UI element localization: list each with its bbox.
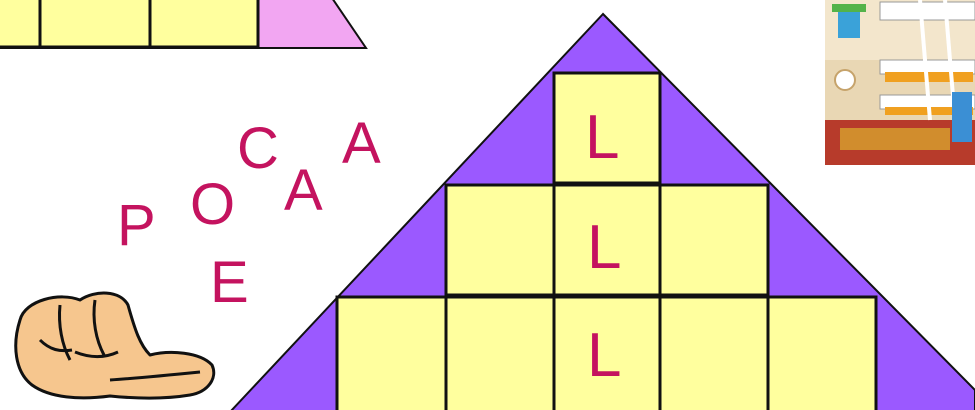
pyramid-cell[interactable]: [446, 185, 554, 295]
small-cell[interactable]: [40, 0, 150, 47]
small-cell[interactable]: [150, 0, 258, 47]
loose-letter[interactable]: C: [237, 116, 279, 181]
pyramid-cell[interactable]: [446, 297, 554, 410]
loose-letter[interactable]: E: [210, 250, 249, 315]
top-left-partial-pyramid: [0, 0, 366, 48]
cell-letter: L: [587, 321, 621, 390]
pointing-hand-icon: [16, 293, 214, 398]
loose-letter[interactable]: A: [342, 111, 381, 176]
letter-bank: P O C A A E: [117, 111, 381, 315]
pyramid-cell[interactable]: [660, 297, 768, 410]
loose-letter[interactable]: O: [190, 172, 235, 237]
small-cell[interactable]: [0, 0, 40, 47]
pyramid-cell[interactable]: [768, 297, 876, 410]
loose-letter[interactable]: P: [117, 193, 156, 258]
cell-letter: L: [585, 103, 619, 172]
pyramid-cell[interactable]: [660, 185, 768, 295]
cell-letter: L: [587, 213, 621, 282]
bunk-bed-room-photo: [825, 0, 975, 165]
loose-letter[interactable]: A: [284, 158, 323, 223]
pyramid-cell[interactable]: [337, 297, 446, 410]
